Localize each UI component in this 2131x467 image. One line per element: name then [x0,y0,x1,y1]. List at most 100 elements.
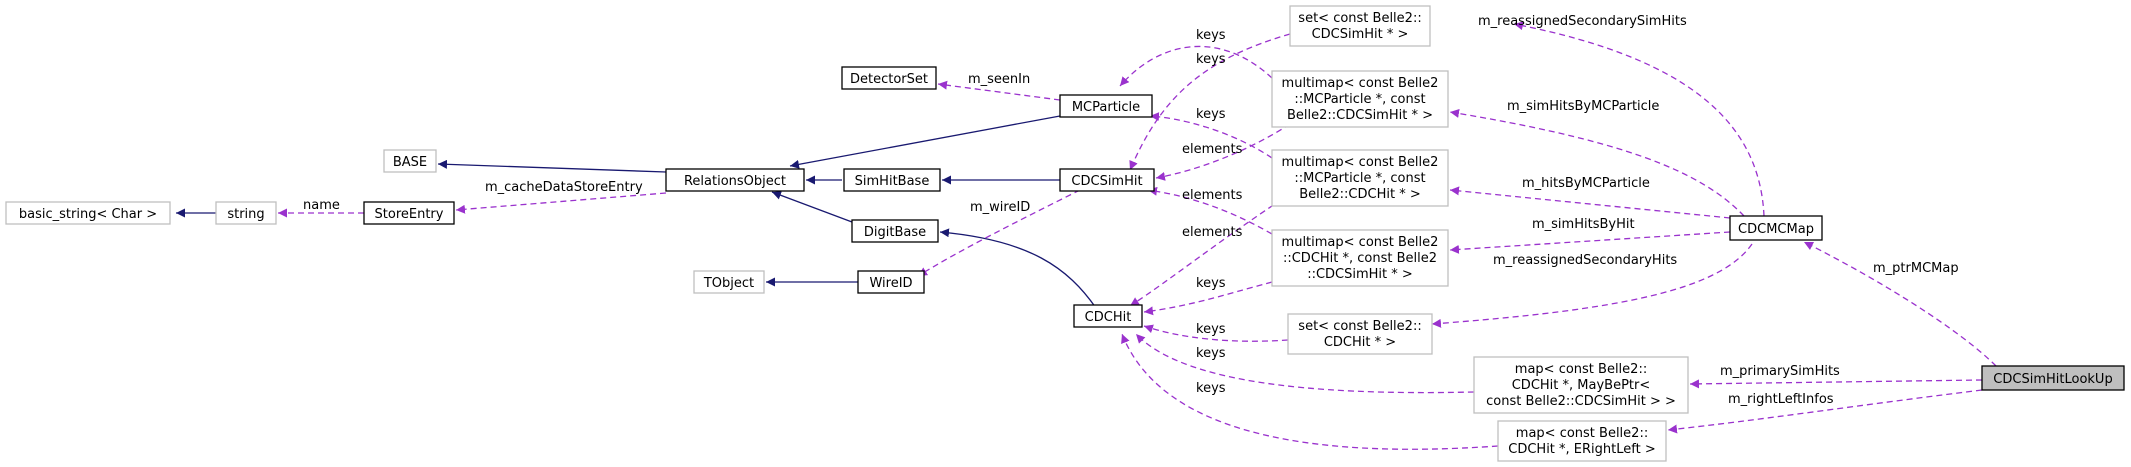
edge-labels: name m_cacheDataStoreEntry m_seenIn m_wi… [303,14,1959,407]
inheritance-edges [176,115,1097,309]
usage-edges [278,21,1997,450]
node-label: TObject [703,276,754,291]
node-label-line-1: map< const Belle2:: [1515,362,1647,377]
node-label-line-3: ::CDCSimHit * > [1307,267,1413,282]
edge-cdcmcmap-to-mm-mcp-hit [1449,186,1731,219]
edge-label-keys-3: keys [1196,107,1226,122]
edge-label-keys-6: keys [1196,346,1226,361]
node-label-line-1: set< const Belle2:: [1298,319,1421,334]
node-digitbase[interactable]: DigitBase [851,219,939,243]
node-set-cdchit[interactable]: set< const Belle2:: CDCHit * > [1287,313,1433,355]
node-label: MCParticle [1072,100,1140,115]
node-multimap-cdchit-cdcsimhit[interactable]: multimap< const Belle2 ::CDCHit *, const… [1271,229,1449,287]
edge-lookup-to-map-maybeptr [1689,379,1983,389]
edge-label-name: name [303,198,340,213]
node-map-erightleft[interactable]: map< const Belle2:: CDCHit *, ERightLeft… [1497,420,1667,462]
node-map-maybeptr[interactable]: map< const Belle2:: CDCHit *, MayBePtr< … [1473,356,1689,414]
edge-label-keys-4: keys [1196,276,1226,291]
node-storeentry[interactable]: StoreEntry [363,201,455,225]
node-detectorset[interactable]: DetectorSet [841,66,937,90]
node-label-line-2: ::MCParticle *, const [1294,92,1425,107]
edge-cdcmcmap-to-mm-mcp-simhit [1449,109,1745,217]
node-label: RelationsObject [684,174,786,189]
edge-cdcsimhit-to-wireid [917,189,1081,277]
node-label-line-1: multimap< const Belle2 [1282,155,1439,170]
node-label: SimHitBase [855,174,930,189]
edge-label-m-ptrmcmap: m_ptrMCMap [1873,261,1959,276]
edge-label-keys-5: keys [1196,322,1226,337]
node-cdcsimhit[interactable]: CDCSimHit [1059,168,1155,192]
node-label: DetectorSet [850,72,928,87]
edge-cdcmcmap-to-mm-hit-simhit [1449,231,1731,254]
edge-relationsobject-to-storeentry [455,192,667,214]
edge-lookup-to-map-rightleft [1667,389,1983,434]
node-basic-string[interactable]: basic_string< Char > [5,201,171,225]
edge-mcparticle-to-detectorset [937,80,1061,101]
node-tobject[interactable]: TObject [693,270,765,294]
node-label-line-2: CDCHit *, ERightLeft > [1508,442,1655,457]
edge-label-m-primarysimhits: m_primarySimHits [1720,364,1840,379]
node-cdcmcmap[interactable]: CDCMCMap [1729,215,1823,241]
edge-set-cdcsimhit-to-mcparticle-keys [1119,45,1273,87]
edge-cdcmcmap-to-set-cdchit [1431,243,1753,328]
node-multimap-mcparticle-cdchit[interactable]: multimap< const Belle2 ::MCParticle *, c… [1271,149,1449,207]
edge-label-m-reassignedsecondaryhits: m_reassignedSecondaryHits [1493,253,1677,268]
node-cdcsimhitlookup[interactable]: CDCSimHitLookUp [1981,365,2125,391]
node-label-line-2: CDCHit * > [1324,335,1396,350]
node-label-line-1: set< const Belle2:: [1298,11,1421,26]
node-label: WireID [869,276,912,291]
edge-label-elements-1: elements [1182,142,1243,157]
edge-mm-mcp-hit-to-mcparticle-keys [1149,112,1273,159]
node-label: StoreEntry [375,207,444,222]
edge-label-elements-3: elements [1182,225,1243,240]
node-label: DigitBase [864,225,926,240]
node-wireid[interactable]: WireID [857,270,925,294]
node-cdchit[interactable]: CDCHit [1073,304,1143,328]
edge-set-cdchit-to-cdchit-keys [1143,324,1289,342]
node-label: BASE [393,155,427,170]
node-label: basic_string< Char > [19,207,157,222]
node-label: CDCSimHitLookUp [1993,372,2112,387]
edge-relationsobject-to-base [437,159,667,173]
edge-label-m-wireid: m_wireID [970,200,1030,215]
edge-mm-hit-simhit-to-cdcsimhit-elements [1147,186,1273,235]
edge-map-maybeptr-to-cdchit-keys [1135,333,1475,394]
node-label-line-1: multimap< const Belle2 [1282,76,1439,91]
node-label-line-3: Belle2::CDCHit * > [1299,187,1420,202]
node-label: CDCSimHit [1071,174,1142,189]
edge-label-m-seenin: m_seenIn [968,72,1030,87]
edge-digitbase-to-relationsobject [771,190,853,223]
edge-label-keys-1: keys [1196,28,1226,43]
node-set-cdcsimhit[interactable]: set< const Belle2:: CDCSimHit * > [1289,5,1431,47]
edge-label-keys-7: keys [1196,381,1226,396]
edge-map-rightleft-to-cdchit-keys [1121,333,1499,450]
edge-label-m-simhitsbymcparticle: m_simHitsByMCParticle [1507,99,1659,114]
node-label: string [227,207,264,222]
node-string[interactable]: string [215,201,277,225]
edge-label-m-rightleftinfos: m_rightLeftInfos [1728,392,1834,407]
node-label: CDCHit [1085,310,1132,325]
node-simhitbase[interactable]: SimHitBase [843,168,941,192]
node-relationsobject[interactable]: RelationsObject [665,168,805,192]
edge-label-keys-2: keys [1196,52,1226,67]
edge-mcparticle-to-relationsobject [789,115,1061,169]
node-label-line-2: CDCSimHit * > [1312,27,1409,42]
edge-set-cdcsimhit-to-cdcsimhit-keys [1129,33,1291,171]
edge-label-m-simhitsbyhit: m_simHitsByHit [1532,217,1635,232]
edge-lookup-to-cdcmcmap [1803,241,1997,367]
node-mcparticle[interactable]: MCParticle [1059,94,1153,118]
node-label: CDCMCMap [1738,222,1814,237]
edge-mm-mcp-hit-to-cdchit-elements [1129,193,1291,307]
node-multimap-mcparticle-cdcsimhit[interactable]: multimap< const Belle2 ::MCParticle *, c… [1271,70,1449,128]
node-label-line-2: ::CDCHit *, const Belle2 [1283,251,1437,266]
edge-label-m-cachedatastoreentry: m_cacheDataStoreEntry [485,180,643,195]
node-base[interactable]: BASE [383,149,437,173]
node-label-line-3: const Belle2::CDCSimHit > > [1486,394,1676,409]
node-label-line-1: multimap< const Belle2 [1282,235,1439,250]
edge-label-elements-2: elements [1182,188,1243,203]
node-label-line-1: map< const Belle2:: [1516,426,1648,441]
edge-mm-mcp-simhit-to-cdcsimhit-elements [1155,123,1291,181]
edge-label-m-hitsbymcparticle: m_hitsByMCParticle [1522,176,1650,191]
node-label-line-2: CDCHit *, MayBePtr< [1512,378,1651,393]
